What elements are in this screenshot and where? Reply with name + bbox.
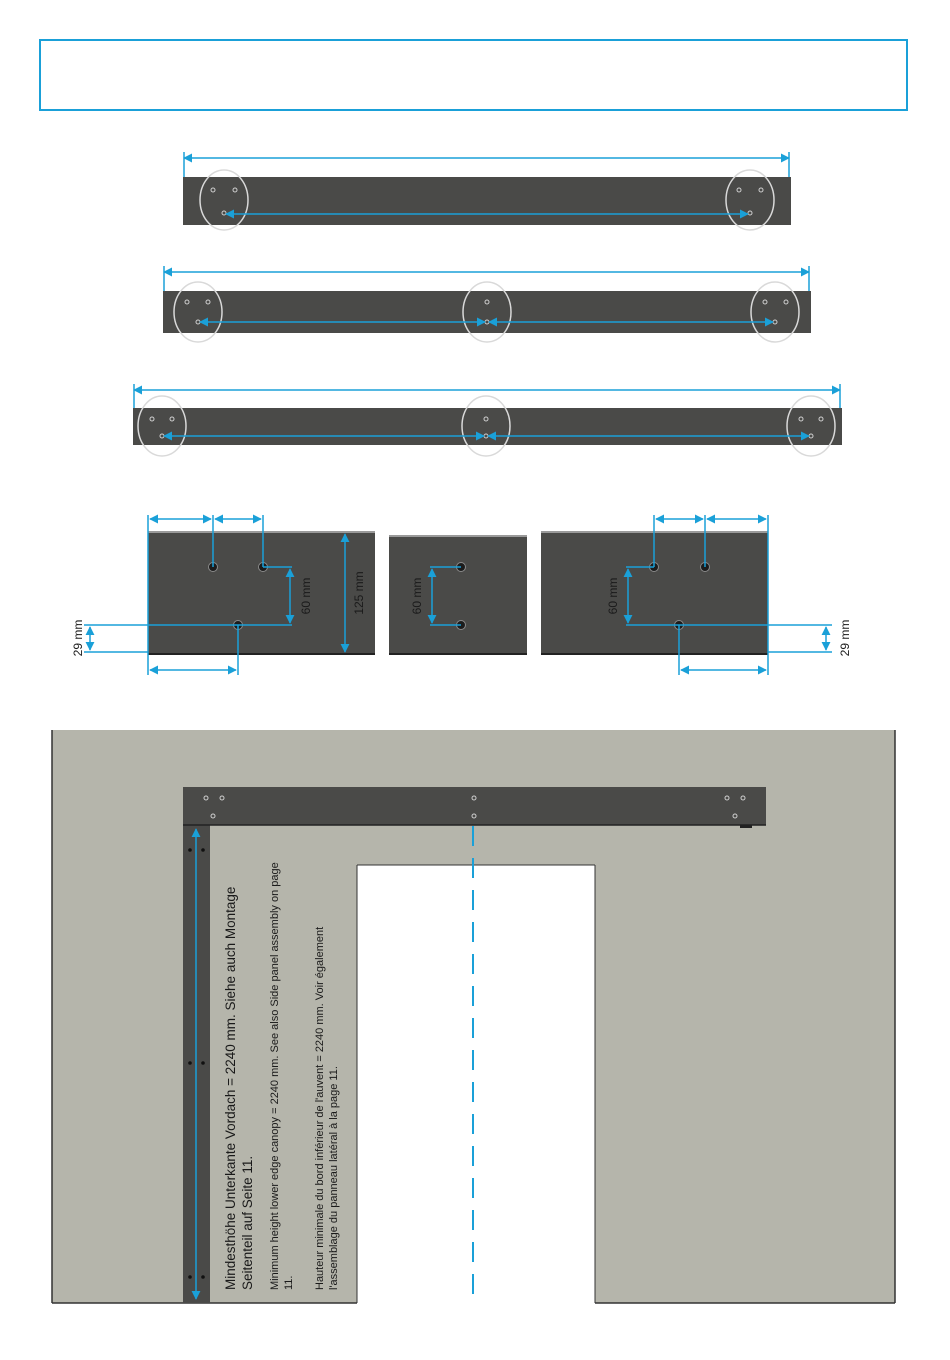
detail-center [389,535,527,655]
header-frame [39,39,908,111]
door-opening [357,865,595,1305]
beam-long-view [133,384,842,457]
hole-group-highlight [462,281,512,343]
beam-body [133,408,842,445]
dimension-label-125mm: 125 mm [352,571,366,614]
beam-body [163,291,811,333]
beam-medium-view [163,266,811,343]
note-german: Mindesthöhe Unterkante Vordach = 2240 mm… [223,886,255,1290]
dimension-label-29mm-right: 29 mm [838,620,852,657]
note-french: Hauteur minimale du bord inférieur de l'… [314,926,340,1290]
beam-short-view [183,152,791,231]
dimension-label-29mm-left: 29 mm [71,620,85,657]
canopy-beam [183,787,766,825]
note-english: Minimum height lower edge canopy = 2240 … [269,862,295,1290]
hole-group-highlight [137,395,187,457]
dimension-label-60mm-right: 60 mm [606,578,620,615]
dimension-label-60mm-left: 60 mm [299,578,313,615]
installation-view [51,730,896,1305]
hole-group-highlight [750,281,800,343]
hole-group-highlight [173,281,223,343]
detail-left-end [84,514,375,675]
hole-group-highlight [725,169,775,231]
hole-group-highlight [461,395,511,457]
dimension-label-60mm-center: 60 mm [410,578,424,615]
detail-right-end [541,514,832,675]
hole-group-highlight [199,169,249,231]
hole-group-highlight [786,395,836,457]
beam-body [183,177,791,225]
